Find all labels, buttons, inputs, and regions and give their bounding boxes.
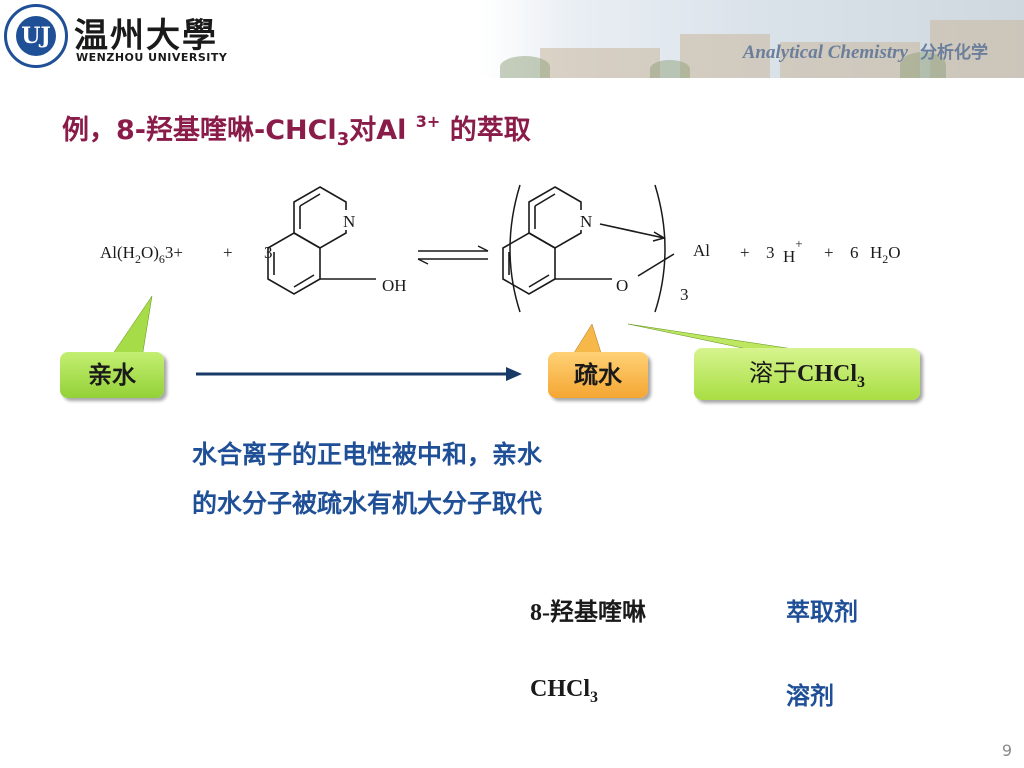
hydrophobic-callout: 疏水 bbox=[548, 352, 648, 398]
transition-arrow bbox=[196, 367, 522, 381]
solvent-role: 溶剂 bbox=[786, 682, 834, 710]
reagent-role: 萃取剂 bbox=[786, 598, 858, 626]
course-label: Analytical Chemistry 分析化学 bbox=[743, 38, 988, 64]
complex-bracket bbox=[509, 184, 666, 313]
university-name-cn: 温州大學 bbox=[74, 16, 218, 56]
water-label: H2O bbox=[870, 243, 901, 266]
solvent-name: CHCl3 bbox=[530, 676, 598, 706]
plus-sign: + bbox=[223, 243, 233, 262]
course-name-en: Analytical Chemistry bbox=[742, 42, 908, 63]
plus-sign: + bbox=[824, 243, 834, 262]
hydrophilic-callout: 亲水 bbox=[60, 352, 164, 398]
dissolve-callout: 溶于CHCl3 bbox=[694, 348, 920, 400]
university-logo: UJ bbox=[4, 4, 68, 68]
extraction-equation: Al(H2O)63+ + 3 N OH N O 3 bbox=[100, 184, 901, 381]
university-name-en: WENZHOU UNIVERSITY bbox=[76, 51, 228, 64]
chelate-structure bbox=[502, 186, 675, 295]
nitrogen-label: N bbox=[343, 212, 355, 231]
hydroxyl-label: OH bbox=[382, 276, 407, 295]
equilibrium-arrows bbox=[417, 245, 489, 265]
reagent-name: 8-羟基喹啉 bbox=[530, 600, 646, 626]
hydroxyquinoline-structure bbox=[267, 186, 376, 295]
hydrogen-ion-label: H+ bbox=[783, 236, 803, 266]
page-number: 9 bbox=[1001, 741, 1012, 760]
hydrophilic-pointer bbox=[109, 295, 153, 359]
mechanism-description: 水合离子的正电性被中和，亲水的水分子被疏水有机大分子取代 bbox=[192, 440, 543, 518]
campus-banner-image bbox=[480, 0, 1024, 78]
course-name-cn: 分析化学 bbox=[920, 43, 988, 63]
complex-nitrogen-label: N bbox=[580, 212, 592, 231]
coefficient: 3 bbox=[766, 243, 775, 262]
slide-title: 例，8-羟基喹啉-CHCl3对Al 3+ 的萃取 bbox=[62, 112, 531, 150]
coefficient: 6 bbox=[850, 243, 859, 262]
slide-header: UJ 温州大學 WENZHOU UNIVERSITY Analytical Ch… bbox=[0, 0, 1024, 78]
complex-count: 3 bbox=[680, 285, 689, 304]
aquo-ion-label: Al(H2O)63+ bbox=[100, 243, 183, 266]
complex-oxygen-label: O bbox=[616, 276, 628, 295]
metal-label: Al bbox=[693, 241, 710, 260]
dissolve-pointer bbox=[627, 323, 801, 351]
plus-sign: + bbox=[740, 243, 750, 262]
